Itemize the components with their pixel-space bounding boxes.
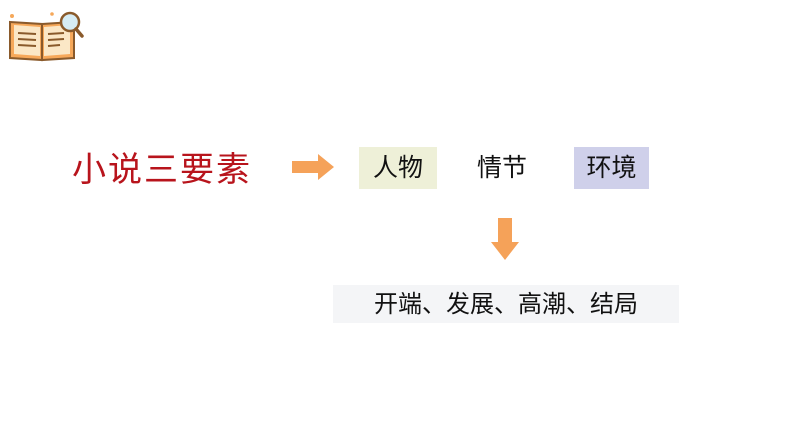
arrow-right-icon — [292, 154, 334, 180]
element-renwu: 人物 — [359, 147, 437, 189]
page-title: 小说三要素 — [72, 150, 252, 190]
element-huanjing: 环境 — [574, 147, 649, 189]
plot-structure: 开端、发展、高潮、结局 — [333, 285, 679, 323]
book-magnifier-icon — [4, 8, 84, 64]
element-qingjie: 情节 — [476, 153, 527, 182]
arrow-down-icon — [491, 218, 519, 260]
